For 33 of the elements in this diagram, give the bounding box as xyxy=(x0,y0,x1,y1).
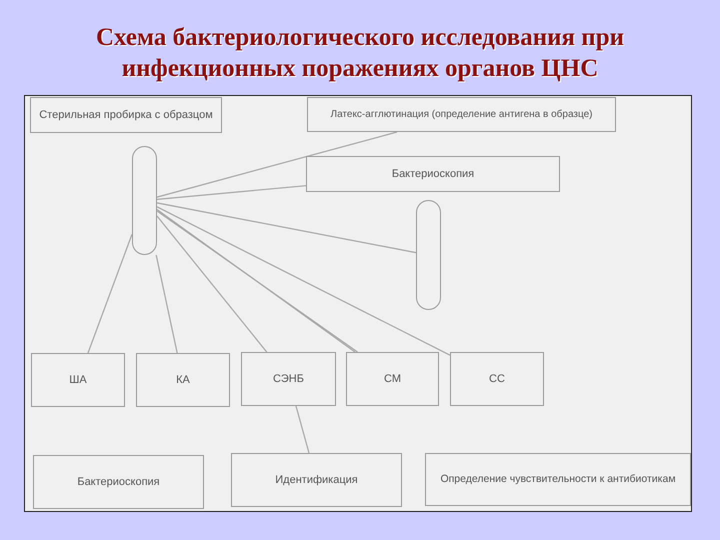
process-box xyxy=(241,352,336,406)
connector-line xyxy=(87,234,133,354)
connector-line xyxy=(156,254,178,354)
process-box xyxy=(33,455,204,509)
process-box xyxy=(30,97,222,133)
connector-line xyxy=(156,185,306,200)
process-box xyxy=(425,453,691,506)
connector-line xyxy=(156,131,398,198)
test-tube-shape xyxy=(416,200,441,310)
connector-line xyxy=(156,216,268,352)
box-label: СЭНБ xyxy=(273,372,304,386)
box-label: КА xyxy=(176,374,190,386)
box-label: Бактериоскопия xyxy=(392,168,474,180)
connector-line xyxy=(295,406,310,454)
process-box xyxy=(231,453,402,507)
box-label: СС xyxy=(489,372,505,386)
process-box xyxy=(31,353,125,407)
box-label: Определение чувствительности к антибиотикам xyxy=(440,473,676,486)
box-label: СМ xyxy=(384,372,401,386)
process-box xyxy=(450,352,544,406)
process-box xyxy=(136,353,230,407)
process-box xyxy=(346,352,439,406)
box-label: Бактериоскопия xyxy=(77,476,160,488)
connector-line xyxy=(156,202,416,254)
box-label: ША xyxy=(69,374,87,386)
process-box xyxy=(307,97,616,132)
box-label: Стерильная пробирка с образцом xyxy=(39,108,213,122)
connector-line xyxy=(156,206,450,356)
box-label: Латекс-агглютинация (определение антигена в образце) xyxy=(330,108,592,120)
process-box xyxy=(306,156,560,192)
test-tube-shape xyxy=(132,146,157,255)
title: Схема бактериологического исследования при инфекционных поражениях органов ЦНС xyxy=(94,23,626,84)
box-label: Идентификация xyxy=(275,474,358,486)
